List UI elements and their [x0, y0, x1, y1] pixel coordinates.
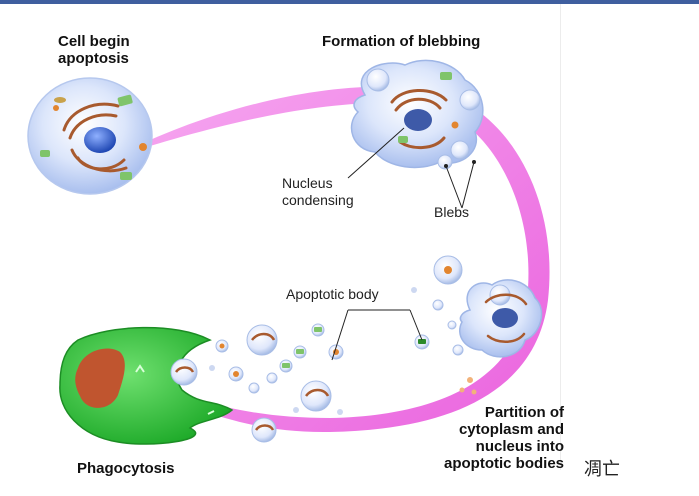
- phagocyte-nucleus: [75, 348, 125, 408]
- label-cell-begin-apoptosis: Cell begin apoptosis: [58, 33, 130, 67]
- label-apoptotic-body: Apoptotic body: [286, 286, 379, 302]
- condensed-nucleus: [404, 109, 432, 131]
- golgi-apparatus: [62, 102, 128, 173]
- label-blebs: Blebs: [434, 204, 470, 220]
- label-phagocytosis: Phagocytosis: [77, 460, 175, 477]
- slide-divider: [560, 4, 561, 470]
- pathway-arrow: [150, 86, 550, 433]
- blebbing-cell: [350, 59, 484, 170]
- label-nucleus-condensing: Nucleus condensing: [282, 175, 354, 208]
- label-partition: Partition of cytoplasm and nucleus into …: [444, 404, 564, 472]
- cell-nucleus: [84, 127, 116, 153]
- label-formation-of-blebbing: Formation of blebbing: [322, 33, 481, 50]
- apoptotic-bodies: [209, 287, 477, 443]
- cell-begin-apoptosis: [27, 77, 153, 195]
- phagocyte-cell: [59, 326, 234, 445]
- partitioning-cell: [433, 255, 543, 358]
- header-bar: [0, 0, 699, 4]
- label-pointers: [331, 127, 475, 361]
- label-chinese-caption: 凋亡: [584, 459, 620, 480]
